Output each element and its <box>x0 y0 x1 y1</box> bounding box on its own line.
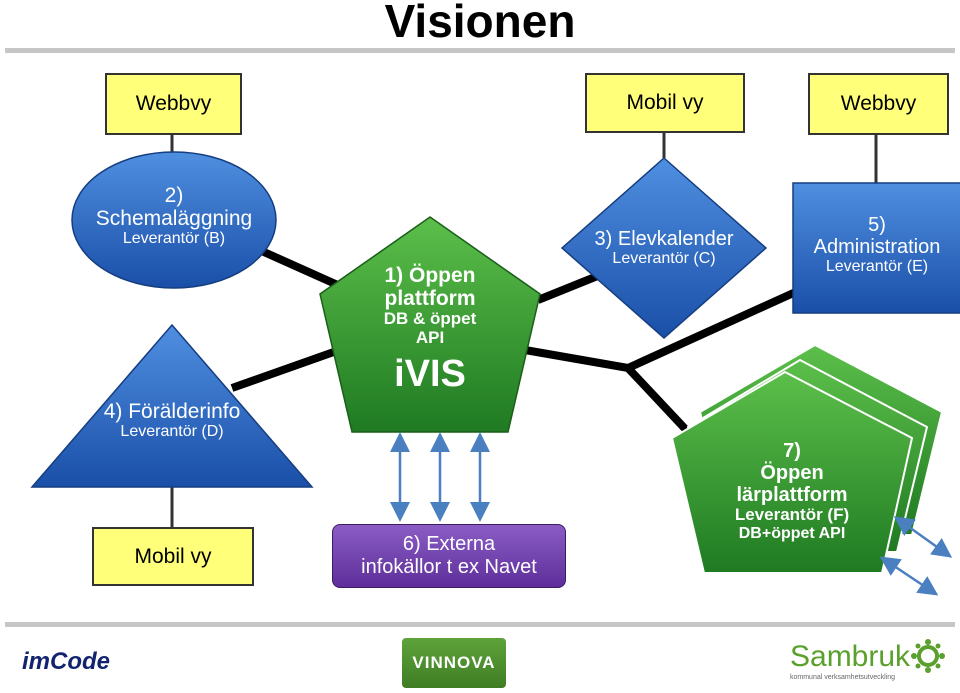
sambruk-tagline: kommunal verksamhetsutveckling <box>790 674 896 681</box>
administration-vendor: Leverantör (E) <box>825 258 929 275</box>
larplattform-api: DB+öppet API <box>738 524 846 542</box>
mobilvy-top-box: Mobil vy <box>585 73 745 133</box>
vinnova-text: VINNOVA <box>412 653 496 672</box>
plattform-label: 1) Öppen plattform DB & öppet API iVIS <box>340 264 520 395</box>
schemalaggning-label: 2) Schemaläggning Leverantör (B) <box>74 184 274 248</box>
elevkalender-diamond <box>560 156 768 340</box>
administration-rect <box>792 182 960 314</box>
page-title: Visionen <box>384 0 576 47</box>
sambruk-text: Sambruk <box>790 640 911 673</box>
plattform-line1: 1) Öppen <box>384 264 476 287</box>
top-divider <box>5 48 955 53</box>
externa-subtitle: infokällor t ex Navet <box>361 556 537 578</box>
plattform-line3: DB & öppet <box>383 309 477 329</box>
elevkalender-label: 3) Elevkalender Leverantör (C) <box>574 228 754 268</box>
vinnova-logo: VINNOVA <box>402 638 506 688</box>
larplattform-number: 7) <box>783 440 801 462</box>
ivis-brand: iVIS <box>394 352 466 395</box>
foralderinfo-label: 4) Förälderinfo Leverantör (D) <box>72 400 272 441</box>
webbvy-right-box: Webbvy <box>808 73 949 135</box>
schemalaggning-number: 2) <box>164 184 184 207</box>
larplattform-vendor: Leverantör (F) <box>734 505 850 524</box>
elevkalender-vendor: Leverantör (C) <box>612 250 716 267</box>
plattform-line4: API <box>415 327 445 347</box>
externa-box: 6) Externa infokällor t ex Navet <box>332 524 566 588</box>
larplattform-pentagon-front <box>670 370 914 574</box>
foralderinfo-triangle <box>30 323 314 488</box>
externa-title: 6) Externa <box>402 533 496 555</box>
bottom-divider <box>5 622 955 627</box>
schemalaggning-vendor: Leverantör (B) <box>122 230 226 248</box>
schemalaggning-title: Schemaläggning <box>95 207 253 231</box>
larplattform-line3: lärplattform <box>736 484 848 506</box>
imcode-logo: imCode <box>22 648 111 675</box>
webbvy-left-box: Webbvy <box>105 73 242 135</box>
administration-title: Administration <box>813 236 941 258</box>
foralderinfo-vendor: Leverantör (D) <box>120 423 224 441</box>
gear-icon <box>911 639 945 673</box>
larplattform-line2: Öppen <box>760 462 824 484</box>
arrow-larplattform-2 <box>879 556 939 596</box>
schemalaggning-ellipse <box>71 151 277 289</box>
arrow-larplattform-1 <box>893 516 953 558</box>
administration-label: 5) Administration Leverantör (E) <box>793 214 960 276</box>
sambruk-logo: Sambruk kommunal verksamhetsutveckling <box>790 639 950 690</box>
elevkalender-title: 3) Elevkalender <box>594 228 734 250</box>
plattform-line2: plattform <box>384 287 476 311</box>
connector-foralder <box>230 344 347 392</box>
foralderinfo-title: 4) Förälderinfo <box>103 400 241 423</box>
larplattform-label: 7) Öppen lärplattform Leverantör (F) DB+… <box>702 440 882 542</box>
administration-number: 5) <box>868 214 886 236</box>
connector-elevkalender <box>536 271 602 304</box>
mobilvy-bottom-box: Mobil vy <box>92 527 254 586</box>
